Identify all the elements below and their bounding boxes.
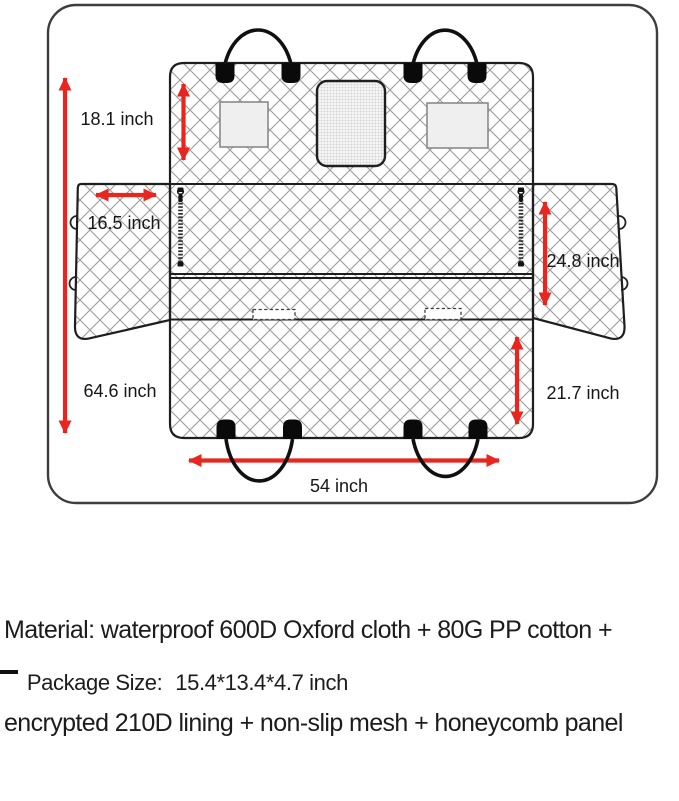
dim-label-side-flap-width: 16.5 inch [87, 213, 160, 233]
left-side-flap [73, 182, 172, 341]
left-window [219, 101, 269, 148]
material-note-line1: Material: waterproof 600D Oxford cloth +… [4, 616, 613, 644]
mesh-window [315, 79, 387, 168]
bottom-strap-tab-1 [216, 419, 236, 439]
bottom-handle-left [224, 438, 295, 483]
right-dashed-opening [424, 307, 462, 321]
top-strap-tab-3 [403, 63, 423, 83]
seat-cover-dimension-diagram: 18.1 inch 16.5 inch 64.6 inch 24.8 inch … [46, 3, 659, 505]
dim-label-back-panel-height: 18.1 inch [80, 109, 153, 129]
bottom-strap-tab-4 [468, 419, 488, 439]
right-zipper [517, 187, 525, 267]
dim-label-overall-length: 64.6 inch [83, 381, 156, 401]
right-window [426, 102, 489, 149]
product-image: 18.1 inch 16.5 inch 64.6 inch 24.8 inch … [0, 3, 659, 737]
dim-label-seat-panel-height: 21.7 inch [546, 383, 619, 403]
bottom-strap-tab-2 [283, 419, 302, 439]
left-dashed-opening [252, 308, 296, 321]
bottom-handle-right [411, 438, 480, 479]
dim-label-overall-width: 54 inch [310, 476, 368, 496]
scan-artifact [0, 670, 18, 674]
cover-main-body [168, 61, 535, 440]
top-handle-right [411, 28, 479, 65]
top-handle-left [223, 28, 293, 65]
top-strap-tab-2 [281, 63, 301, 83]
bottom-strap-tab-3 [403, 419, 423, 439]
right-flap-loop-top [618, 215, 627, 230]
package-size-note: Package Size:15.4*13.4*4.7 inch [4, 644, 348, 722]
right-side-flap [531, 182, 626, 341]
left-zipper [176, 187, 185, 267]
top-strap-tab-1 [215, 63, 235, 83]
dim-label-side-flap-height: 24.8 inch [546, 251, 619, 271]
top-strap-tab-4 [467, 63, 487, 83]
